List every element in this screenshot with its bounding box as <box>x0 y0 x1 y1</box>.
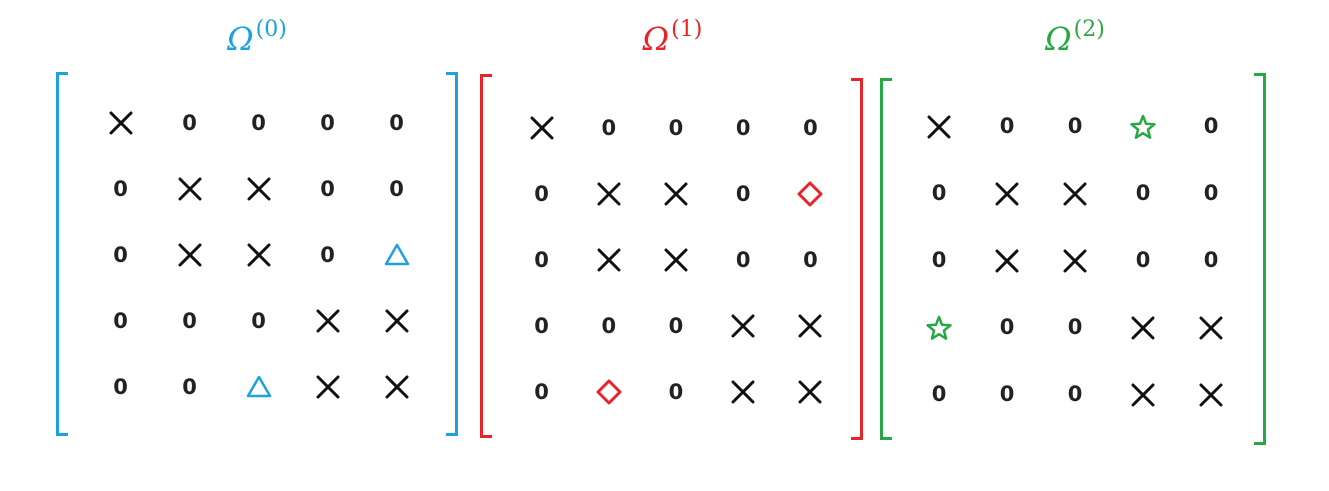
matrix-cell-zero: 0 <box>320 242 335 267</box>
triangle-icon <box>377 235 417 275</box>
matrix-cell-zero: 0 <box>1203 248 1219 272</box>
matrix-cell-zero: 0 <box>320 110 335 135</box>
matrix-cell-zero: 0 <box>735 247 751 272</box>
cross-icon <box>589 174 629 214</box>
matrix-grid: 0 0 0 0 0 0 0 0 0 0 0 0 0 0 <box>905 93 1245 428</box>
matrix-cell-zero: 0 <box>1067 114 1083 138</box>
matrix-cell-zero: 0 <box>931 248 947 272</box>
left-bracket <box>480 74 492 438</box>
cross-icon <box>170 235 210 275</box>
cross-icon <box>656 240 696 280</box>
matrix-omega-1: Ω(1) 0 0 0 0 0 0 0 0 0 0 0 0 0 0 <box>480 0 865 491</box>
matrix-cell-zero: 0 <box>601 313 617 338</box>
cross-icon <box>1123 308 1163 348</box>
cross-icon <box>239 235 279 275</box>
matrix-title: Ω(1) <box>480 10 865 59</box>
matrix-omega-0: Ω(0) 0 0 0 0 0 0 0 0 0 0 0 0 0 0 <box>56 0 458 491</box>
title-superscript: (0) <box>255 17 287 42</box>
matrix-title: Ω(2) <box>880 10 1270 59</box>
cross-icon <box>1191 308 1231 348</box>
matrix-cell-zero: 0 <box>113 176 128 201</box>
cross-icon <box>1123 375 1163 415</box>
matrix-grid: 0 0 0 0 0 0 0 0 0 0 0 0 0 0 <box>86 90 431 420</box>
matrix-cell-zero: 0 <box>251 110 266 135</box>
triangle-icon <box>239 367 279 407</box>
cross-icon <box>308 301 348 341</box>
cross-icon <box>1055 174 1095 214</box>
cross-icon <box>1191 375 1231 415</box>
cross-icon <box>377 301 417 341</box>
matrix-cell-zero: 0 <box>1067 315 1083 339</box>
matrix-cell-zero: 0 <box>668 313 684 338</box>
matrix-cell-zero: 0 <box>182 308 197 333</box>
matrix-cell-zero: 0 <box>668 115 684 140</box>
matrix-cell-zero: 0 <box>931 382 947 406</box>
star-icon <box>1123 107 1163 147</box>
cross-icon <box>170 169 210 209</box>
matrix-cell-zero: 0 <box>534 247 549 272</box>
matrix-cell-zero: 0 <box>251 308 266 333</box>
matrix-cell-zero: 0 <box>735 115 751 140</box>
title-superscript: (2) <box>1073 17 1105 42</box>
matrix-cell-zero: 0 <box>735 181 751 206</box>
matrix-cell-zero: 0 <box>534 313 549 338</box>
cross-icon <box>1055 241 1095 281</box>
title-symbol: Ω <box>1045 20 1072 58</box>
matrix-cell-zero: 0 <box>668 379 684 404</box>
diamond-icon <box>589 372 629 412</box>
matrix-cell-zero: 0 <box>1067 382 1083 406</box>
matrix-grid: 0 0 0 0 0 0 0 0 0 0 0 0 0 0 <box>508 95 844 425</box>
matrix-cell-zero: 0 <box>803 247 818 272</box>
cross-icon <box>101 103 141 143</box>
right-bracket <box>851 78 863 440</box>
left-bracket <box>56 72 68 436</box>
matrix-cell-zero: 0 <box>1135 248 1151 272</box>
matrix-cell-zero: 0 <box>999 382 1015 406</box>
matrix-cell-zero: 0 <box>534 181 549 206</box>
right-bracket <box>1254 73 1266 445</box>
cross-icon <box>656 174 696 214</box>
matrix-cell-zero: 0 <box>1135 181 1151 205</box>
cross-icon <box>790 306 830 346</box>
matrix-cell-zero: 0 <box>999 114 1015 138</box>
matrix-cell-zero: 0 <box>1203 181 1219 205</box>
cross-icon <box>239 169 279 209</box>
diamond-icon <box>790 174 830 214</box>
matrix-cell-zero: 0 <box>113 308 128 333</box>
title-symbol: Ω <box>227 20 254 58</box>
star-icon <box>919 308 959 348</box>
cross-icon <box>919 107 959 147</box>
matrix-cell-zero: 0 <box>999 315 1015 339</box>
cross-icon <box>377 367 417 407</box>
cross-icon <box>723 306 763 346</box>
matrix-cell-zero: 0 <box>389 176 404 201</box>
cross-icon <box>589 240 629 280</box>
cross-icon <box>987 174 1027 214</box>
matrix-cell-zero: 0 <box>534 379 549 404</box>
matrix-omega-2: Ω(2) 0 0 0 0 0 0 0 0 0 0 0 0 0 0 <box>880 0 1270 491</box>
left-bracket <box>880 78 892 440</box>
matrix-cell-zero: 0 <box>803 115 818 140</box>
right-bracket <box>446 72 458 436</box>
matrix-cell-zero: 0 <box>1203 114 1219 138</box>
cross-icon <box>308 367 348 407</box>
matrix-cell-zero: 0 <box>601 115 617 140</box>
matrix-cell-zero: 0 <box>182 374 197 399</box>
matrix-cell-zero: 0 <box>113 242 128 267</box>
matrix-title: Ω(0) <box>56 10 458 59</box>
matrix-cell-zero: 0 <box>389 110 404 135</box>
cross-icon <box>790 372 830 412</box>
matrix-cell-zero: 0 <box>320 176 335 201</box>
title-superscript: (1) <box>671 17 703 42</box>
matrix-cell-zero: 0 <box>113 374 128 399</box>
title-symbol: Ω <box>642 20 670 58</box>
cross-icon <box>987 241 1027 281</box>
cross-icon <box>522 108 562 148</box>
matrix-cell-zero: 0 <box>931 181 947 205</box>
matrix-cell-zero: 0 <box>182 110 197 135</box>
cross-icon <box>723 372 763 412</box>
